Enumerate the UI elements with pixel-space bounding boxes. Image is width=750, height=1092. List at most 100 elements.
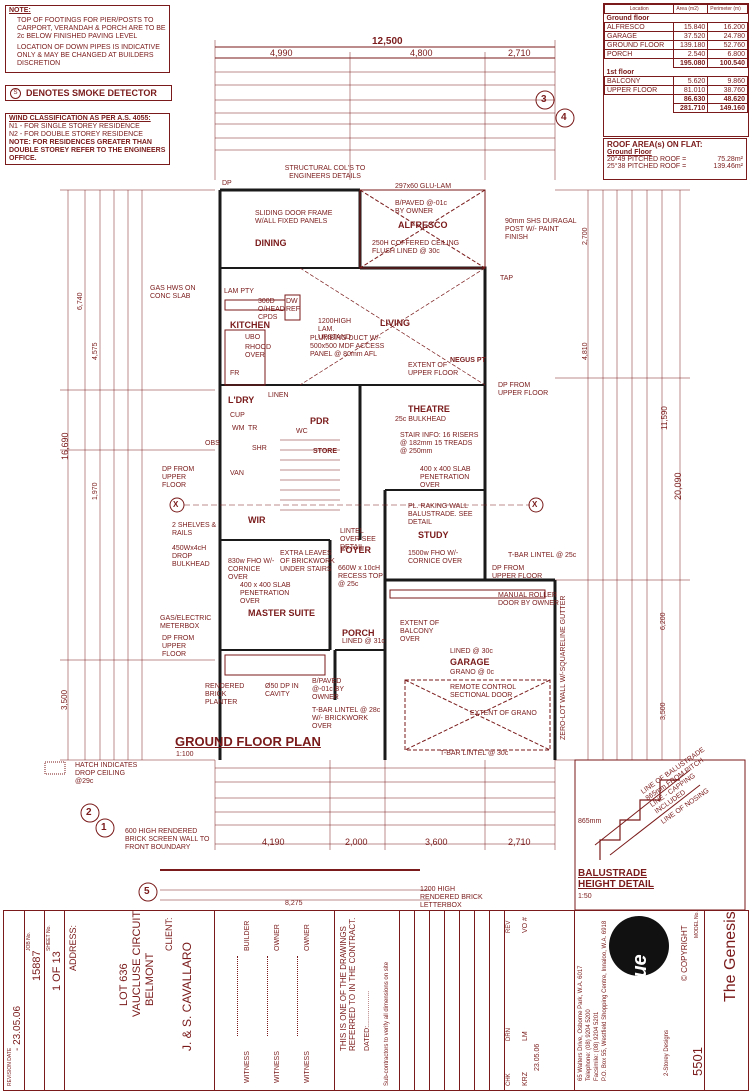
marker-3-label: 3 xyxy=(541,94,547,105)
dim-left: 1,970 xyxy=(92,482,99,500)
marker-5-label: 5 xyxy=(144,886,150,897)
grand-total: 281.710 xyxy=(673,103,709,113)
section-marker-left-label: X xyxy=(173,500,179,509)
rev-header: CHK xyxy=(506,1073,512,1086)
total-cell: 100.540 xyxy=(707,58,748,68)
dim-right-overall: 20,090 xyxy=(673,472,683,500)
dim-top: 4,800 xyxy=(410,48,433,58)
wind-classification: WIND CLASSIFICATION AS PER A.S. 4055: N1… xyxy=(5,113,170,165)
fixture-label: DP xyxy=(222,180,232,187)
note-bpaved-2: B/PAVED @-01c BY OWNER xyxy=(312,678,344,701)
room-wir: WIR xyxy=(248,515,266,525)
sub-contractor-note: Sub-contractors to verify all dimensions… xyxy=(384,961,390,1086)
note-slab-penetration: 400 x 400 SLAB PENETRATION OVER xyxy=(420,466,471,489)
wind-line: N1 - FOR SINGLE STOREY RESIDENCE xyxy=(9,123,140,130)
signature-label: BUILDER xyxy=(244,920,251,951)
note-tbar-28: T-BAR LINTEL @ 28c W/- BRICKWORK OVER xyxy=(312,707,381,730)
model-label: MODEL No. xyxy=(694,911,700,938)
room-dining: DINING xyxy=(255,238,287,248)
note-gas-hws: GAS HWS ON CONC SLAB xyxy=(150,285,196,300)
signature-label: WITNESS xyxy=(244,1051,251,1083)
roof-title: ROOF AREA(s) ON FLAT: xyxy=(607,140,703,149)
plan-title: GROUND FLOOR PLAN xyxy=(175,734,321,749)
note-sectional-door: REMOTE CONTROL SECTIONAL DOOR xyxy=(450,684,516,699)
note-dp50: Ø50 DP IN CAVITY xyxy=(265,683,299,698)
note-upstand: 1200HIGH LAM. UPSTAND xyxy=(318,318,352,341)
design-name: The Genesis xyxy=(722,911,739,1002)
note-meterbox: GAS/ELECTRIC METERBOX xyxy=(160,615,212,630)
note-extent-grano: EXTENT OF GRANO xyxy=(470,710,537,717)
cell: UPPER FLOOR xyxy=(603,85,675,95)
fixture-label: VAN xyxy=(230,470,244,477)
note-dp-upper-2: DP FROM UPPER FLOOR xyxy=(498,382,549,397)
fixture-label: WC xyxy=(296,428,308,435)
note-extra-leaves: EXTRA LEAVES OF BRICKWORK UNDER STAIRS xyxy=(280,550,335,573)
sheet-label: SHEET No. xyxy=(46,925,52,951)
note-balcony-extent: EXTENT OF BALCONY OVER xyxy=(400,620,440,643)
note-zero-lot-wall: ZERO-LOT WALL W/-SQUARELINE GUTTER xyxy=(560,595,567,740)
roof-sub: Ground Floor xyxy=(607,149,652,156)
note-item: LOCATION OF DOWN PIPES IS INDICATIVE ONL… xyxy=(17,44,160,67)
col-header: Area (m2) xyxy=(673,4,709,14)
room-theatre: THEATRE xyxy=(408,404,450,414)
note-post: 90mm SHS DURAGAL POST W/- PAINT FINISH xyxy=(505,218,577,241)
note-recess: 660W x 10cH RECESS TOP @ 25c xyxy=(338,565,383,588)
note-stair-info: STAIR INFO: 16 RISERS @ 182mm 15 TREADS … xyxy=(400,432,479,455)
dim-left: 4,575 xyxy=(92,342,99,360)
company-name: invogue xyxy=(629,954,651,1031)
title-block: REVISION DATE - 23.05.06 JOB No. 15887 S… xyxy=(3,910,749,1091)
address-line: BELMONT xyxy=(144,952,156,1006)
dim-right: 6,200 xyxy=(660,612,667,630)
signature-label: OWNER xyxy=(274,924,281,951)
cell: PORCH xyxy=(603,49,675,59)
model-number: 5501 xyxy=(690,1047,705,1076)
marker-4-label: 4 xyxy=(561,112,567,123)
note-letterbox: 1200 HIGH RENDERED BRICK LETTERBOX xyxy=(420,886,483,909)
balustrade-title: BALUSTRADE HEIGHT DETAIL xyxy=(578,868,654,890)
fixture-label: LAM PTY xyxy=(224,288,254,295)
rev-cell: 23.05.06 xyxy=(534,1043,541,1071)
note-planter: RENDERED BRICK PLANTER xyxy=(205,683,245,706)
dim-right: 4,810 xyxy=(582,342,589,360)
roof-row-value: 139.46m² xyxy=(713,163,743,170)
note-fhw-830: 830w FHO W/- CORNICE OVER xyxy=(228,558,275,581)
plan-scale: 1:100 xyxy=(176,751,194,758)
revision-label: REVISION DATE xyxy=(7,1047,13,1086)
note-roller-door: MANUAL ROLLER DOOR BY OWNER xyxy=(498,592,559,607)
rev-header: DRN xyxy=(506,1028,512,1041)
dim-bottom: 3,600 xyxy=(425,837,448,847)
fixture-label: SHR xyxy=(252,445,267,452)
dim-bottom-front: 8,275 xyxy=(285,900,303,907)
room-porch: PORCH xyxy=(342,628,375,638)
section-marker-right-label: X xyxy=(532,500,538,509)
notes-box: NOTE: TOP OF FOOTINGS FOR PIER/POSTS TO … xyxy=(5,5,170,73)
room-master-suite: MASTER SUITE xyxy=(248,608,316,618)
rev-header: REV xyxy=(506,920,512,933)
grand-total: 149.160 xyxy=(707,103,748,113)
room-laundry: L'DRY xyxy=(228,395,255,405)
total-cell: 195.080 xyxy=(673,58,709,68)
fixture-label: 300D O/HEAD CPDS xyxy=(258,298,285,321)
signature-label: WITNESS xyxy=(274,1051,281,1083)
note-raking-wall: PL. RAKING WALL BALUSTRADE. SEE DETAIL xyxy=(408,503,473,526)
rev-cell: KRZ xyxy=(522,1072,529,1086)
company-address: Telephone: (08) 9204 5200 xyxy=(586,1009,592,1081)
note-plumbing: PLUMBING DUCT W/- 500x500 MDF ACCESS PAN… xyxy=(310,335,385,358)
note-garage-lined: LINED @ 30c xyxy=(450,648,493,655)
note-dp-upper-3: DP FROM UPPER FLOOR xyxy=(162,466,195,489)
address-label: ADDRESS: xyxy=(68,924,78,971)
company-address: P.O. Box 55, Westfield Shopping Centre, … xyxy=(602,920,608,1081)
dim-left: 3,500 xyxy=(60,689,69,710)
dim-left: 6,740 xyxy=(77,292,84,310)
note-drop-bulkhead: 450Wx4cH DROP BULKHEAD xyxy=(172,545,210,568)
note-coffered: 250H COFFERED CEILING FLUSH LINED @ 30c xyxy=(372,240,460,255)
fixture-label: UBO xyxy=(245,334,261,341)
room-garage: GARAGE xyxy=(450,657,490,667)
note-grano: GRANO @ 0c xyxy=(450,669,495,676)
note-fhw-1500: 1500w FHO W/- CORNICE OVER xyxy=(408,550,463,565)
dim-right: 11,590 xyxy=(660,406,669,430)
dim-bottom: 4,190 xyxy=(262,837,285,847)
marker-2-label: 2 xyxy=(86,807,92,818)
address-line: VAUCLUSE CIRCUIT xyxy=(131,910,143,1017)
note-screen-wall: 600 HIGH RENDERED BRICK SCREEN WALL TO F… xyxy=(125,828,210,851)
